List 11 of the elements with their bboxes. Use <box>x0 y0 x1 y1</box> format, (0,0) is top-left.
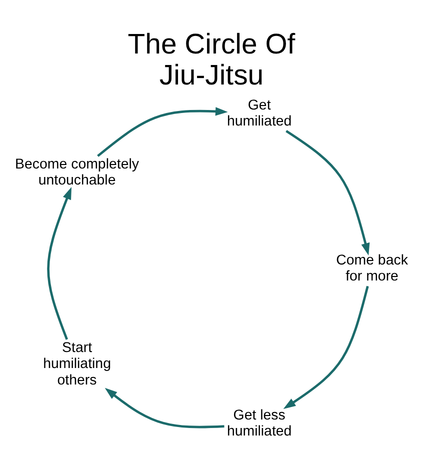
arrow <box>97 106 228 156</box>
node-text: Start humiliating others <box>43 340 111 388</box>
arrow <box>104 387 224 428</box>
node-text: Become completely untouchable <box>15 156 140 188</box>
arrow <box>47 186 72 340</box>
arrow <box>283 285 369 408</box>
arrow <box>286 130 370 255</box>
diagram-title: The Circle Of Jiu-Jitsu <box>128 28 296 92</box>
node-text: Get humiliated <box>226 96 292 129</box>
node-text: Get less humiliated <box>226 406 292 440</box>
node-text: Come back for more <box>336 252 408 284</box>
